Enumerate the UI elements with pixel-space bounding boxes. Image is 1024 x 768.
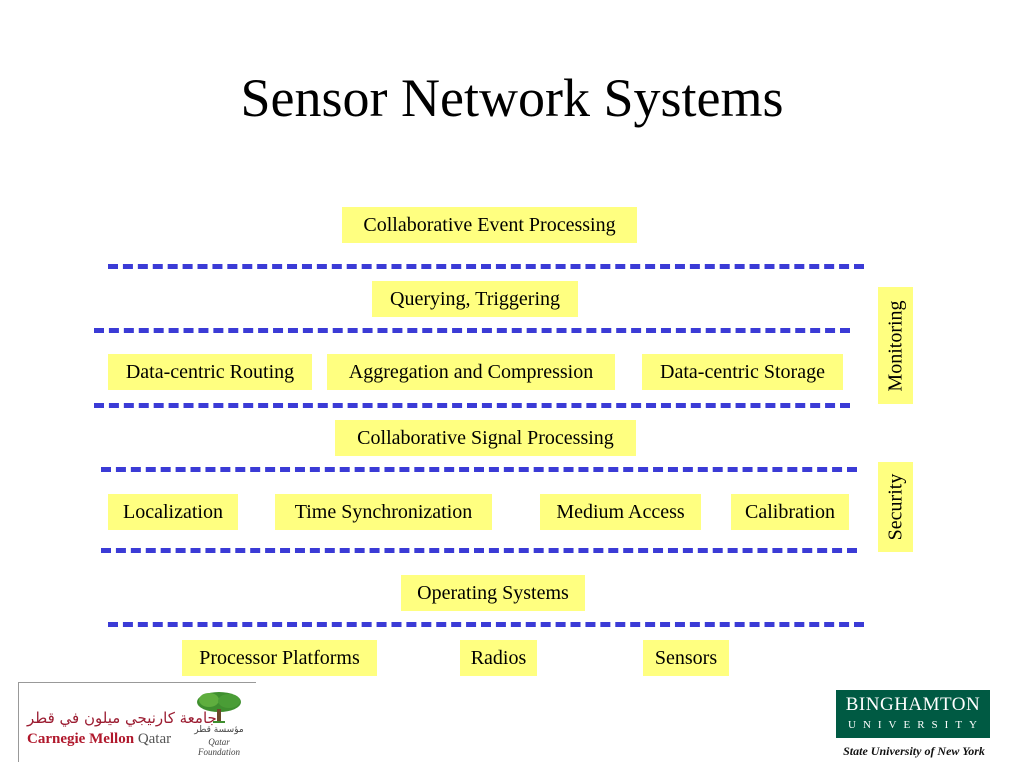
qf-arabic-name: مؤسسة قطر <box>194 725 244 735</box>
layer-divider <box>94 328 850 333</box>
box-processor-platforms: Processor Platforms <box>182 640 377 676</box>
layer-divider <box>101 467 857 472</box>
box-monitoring: Monitoring <box>878 287 913 404</box>
bu-name: BINGHAMTON <box>845 694 981 715</box>
cmu-name-text: Carnegie Mellon <box>27 731 135 747</box>
cmu-qatar-logo: جامعة كارنيجي ميلون في قطر Carnegie Mell… <box>18 682 256 762</box>
binghamton-logo: BINGHAMTON UNIVERSITY <box>836 690 990 738</box>
cmu-arabic-name: جامعة كارنيجي ميلون في قطر <box>27 709 217 727</box>
box-collaborative-signal-processing: Collaborative Signal Processing <box>335 420 636 456</box>
bu-subtitle: State University of New York <box>843 744 985 758</box>
box-operating-systems: Operating Systems <box>401 575 585 611</box>
box-localization: Localization <box>108 494 238 530</box>
box-data-centric-routing: Data-centric Routing <box>108 354 312 390</box>
cmu-name: Carnegie Mellon Qatar <box>27 731 171 748</box>
box-calibration: Calibration <box>731 494 849 530</box>
box-sensors: Sensors <box>643 640 729 676</box>
layer-divider <box>94 403 850 408</box>
tree-icon <box>197 692 241 723</box>
box-data-centric-storage: Data-centric Storage <box>642 354 843 390</box>
layer-divider <box>108 622 864 627</box>
layer-divider <box>108 264 864 269</box>
qf-name: Qatar Foundation <box>198 737 240 757</box>
box-time-synchronization: Time Synchronization <box>275 494 492 530</box>
qatar-foundation-logo: مؤسسة قطر Qatar Foundation <box>187 689 251 759</box>
box-medium-access: Medium Access <box>540 494 701 530</box>
security-label: Security <box>884 473 906 541</box>
box-collaborative-event-processing: Collaborative Event Processing <box>342 207 637 243</box>
box-security: Security <box>878 462 913 552</box>
box-querying-triggering: Querying, Triggering <box>372 281 578 317</box>
cmu-qatar-text: Qatar <box>137 731 172 747</box>
monitoring-label: Monitoring <box>884 299 906 392</box>
box-aggregation-compression: Aggregation and Compression <box>327 354 615 390</box>
layer-divider <box>101 548 857 553</box>
box-radios: Radios <box>460 640 537 676</box>
slide-title: Sensor Network Systems <box>240 68 784 128</box>
bu-university: UNIVERSITY <box>848 719 984 731</box>
